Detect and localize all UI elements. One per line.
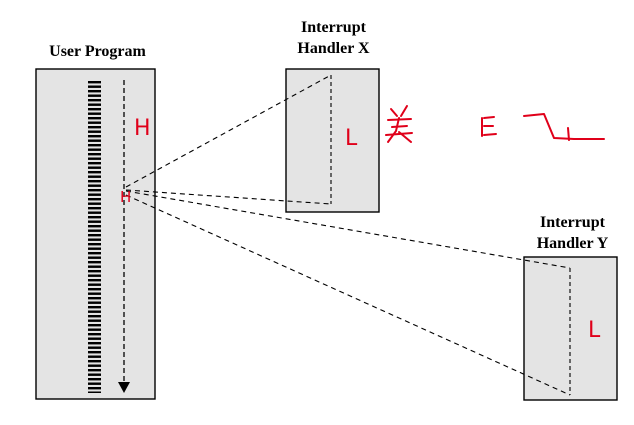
handwritten-scribble-chinese — [385, 105, 413, 143]
connector-from-handler-y-bottom — [125, 194, 571, 396]
handwritten-scribble-e — [481, 116, 497, 137]
handler-x-box — [285, 68, 380, 213]
handler-x-label-line1: Interrupt — [301, 19, 366, 36]
instruction-stripes — [88, 79, 101, 393]
execution-arrowhead — [118, 382, 130, 393]
connector-to-handler-y-top — [125, 190, 571, 269]
handwritten-scribble-wave — [523, 113, 605, 141]
handler-y-label-line1: Interrupt — [540, 214, 605, 231]
handler-x-mark: L — [345, 126, 358, 151]
user-program-mark: H — [134, 116, 151, 141]
interrupt-point-mark: H — [120, 188, 132, 206]
connector-from-handler-x-bottom — [125, 189, 332, 205]
connector-to-handler-x-top — [125, 74, 332, 188]
user-program-label: User Program — [49, 43, 146, 60]
handler-y-mark: L — [588, 318, 601, 343]
handler-x-label-line2: Handler X — [297, 40, 370, 57]
handler-y-label-line2: Handler Y — [536, 235, 609, 252]
